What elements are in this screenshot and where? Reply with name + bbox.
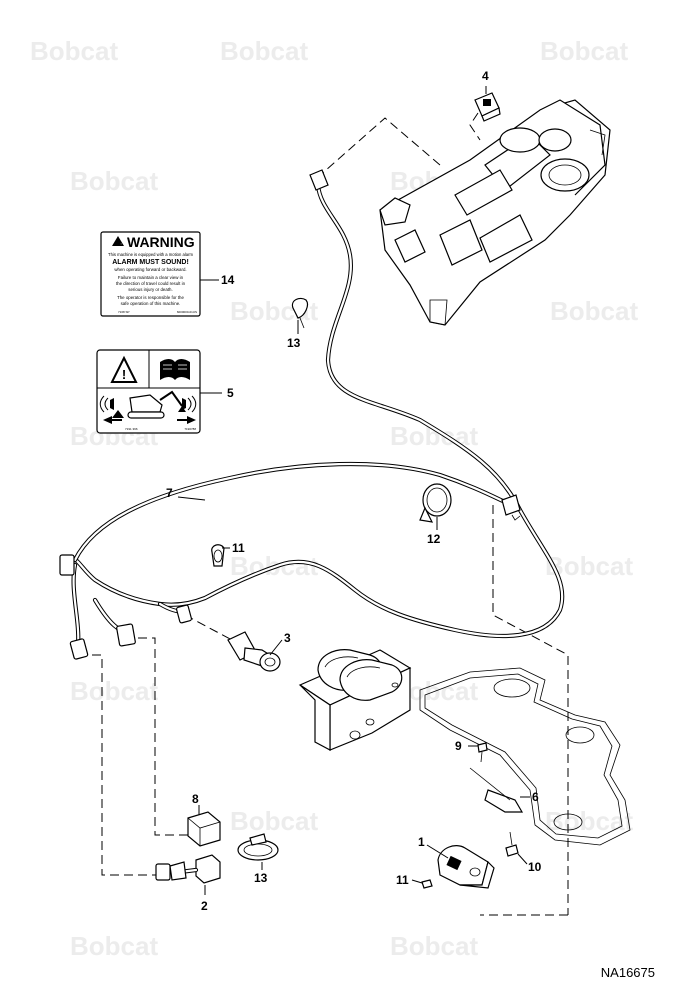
sound-wave-left-icon: [99, 395, 114, 413]
cable-clip-lower: [237, 833, 279, 861]
decal-warning-line: safe operation of this machine.: [121, 301, 181, 306]
guide-line-right: [492, 505, 569, 915]
callout-label: 8: [192, 792, 199, 806]
callout-label: 5: [227, 386, 234, 400]
decal-warning-line: ALARM MUST SOUND!: [112, 259, 189, 266]
cable-clip-upper: [291, 297, 309, 329]
decal-warning-part-no: 6000000-01US: [177, 310, 197, 314]
watermark-text: Bobcat: [70, 931, 158, 961]
relay: [187, 811, 221, 847]
manual-book-icon: [160, 359, 190, 380]
callout-label: 12: [427, 532, 441, 546]
relay-harness: [155, 854, 221, 884]
mounting-bracket: [469, 767, 524, 813]
watermark-row-1: Bobcat Bobcat Bobcat: [30, 36, 628, 66]
svg-text:!: !: [121, 242, 122, 246]
back-up-alarm: [437, 845, 495, 889]
watermark-row-5: Bobcat Bobcat: [230, 551, 633, 581]
callout-label: 13: [287, 336, 301, 350]
callout-label: 2: [201, 899, 208, 913]
warning-triangle-icon: [110, 355, 138, 383]
callout-label: 7: [166, 486, 173, 500]
watermark-text: Bobcat: [70, 166, 158, 196]
watermark-row-8: Bobcat Bobcat: [70, 931, 478, 961]
watermark-text: Bobcat: [30, 36, 118, 66]
guide-line-sensor: [184, 614, 233, 641]
guide-line-left-2: [138, 637, 192, 836]
callout-label: 11: [232, 541, 245, 555]
cable-clip-center: [419, 483, 452, 523]
decal-warning-line: the direction of travel could result in: [116, 281, 186, 286]
flange-nut: [505, 831, 519, 857]
decal-pictorial-code: 7191 396: [125, 427, 138, 431]
callout-label: 3: [284, 631, 291, 645]
decal-warning-header: WARNING: [127, 234, 195, 250]
watermark-row-6: Bobcat Bobcat: [70, 676, 478, 706]
callout-label: 4: [482, 69, 489, 83]
arrow-left-icon: [103, 416, 122, 424]
guide-line-panel: [316, 117, 441, 179]
bolt: [477, 742, 488, 763]
floor-plate: [419, 667, 631, 846]
wiring-harness: [59, 169, 565, 660]
alarm-screw: [421, 879, 433, 889]
callout-label: 9: [455, 739, 462, 753]
watermark-text: Bobcat: [220, 36, 308, 66]
figure-id: NA16675: [601, 965, 655, 980]
motion-sensor: [227, 631, 281, 672]
callout-label: 6: [532, 790, 539, 804]
sound-wave-right-icon: [182, 395, 197, 413]
operator-console-panel: [379, 99, 611, 326]
motion-alarm-switch: [474, 92, 501, 122]
watermark-text: Bobcat: [230, 806, 318, 836]
leader-lines: [177, 86, 530, 895]
decal-warning: ! WARNING This machine is equipped with …: [100, 231, 201, 317]
assembly-guide-lines: [92, 112, 569, 916]
decal-warning-line: This machine is equipped with a motion a…: [108, 252, 193, 257]
callout-label: 10: [528, 860, 542, 874]
watermark-text: Bobcat: [70, 676, 158, 706]
watermark-text: Bobcat: [550, 296, 638, 326]
callout-label: 13: [254, 871, 268, 885]
callout-labels: 4 14 5 7 11 13 12 3 8 2 13 9 6 10 1 11: [166, 69, 542, 913]
callout-label: 11: [396, 873, 409, 887]
watermark-text: Bobcat: [545, 806, 633, 836]
decal-warning-line: Failure to maintain a clear view in: [118, 275, 184, 280]
watermark-text: Bobcat: [390, 931, 478, 961]
decal-pictorial: ! 7191 396 7190788: [96, 349, 201, 434]
callout-label: 14: [221, 273, 235, 287]
arrow-right-icon: [177, 416, 196, 424]
guide-line-switch: [469, 112, 481, 141]
decal-warning-line: The operator is responsible for the: [117, 295, 184, 300]
decal-warning-part-no: 7168 SP: [118, 310, 130, 314]
decal-warning-line: serious injury or death.: [128, 287, 172, 292]
decal-pictorial-code: 7190788: [184, 427, 196, 431]
watermark-row-7: Bobcat Bobcat: [230, 806, 633, 836]
guide-line-left-1: [92, 654, 160, 876]
callout-label: 1: [418, 835, 425, 849]
cable-clip-left: [211, 544, 225, 567]
svg-text:!: !: [122, 367, 126, 382]
decal-warning-line: when operating forward or backward.: [114, 267, 186, 272]
watermark-text: Bobcat: [540, 36, 628, 66]
pilot-control-valve: [298, 649, 412, 751]
